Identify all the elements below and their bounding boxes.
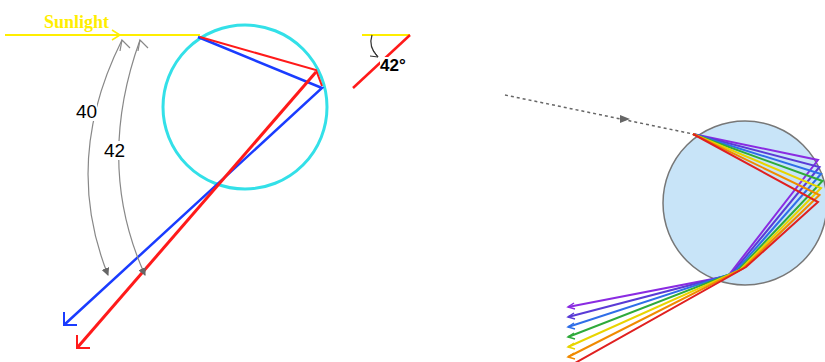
icon-red-line xyxy=(353,35,410,88)
spectrum-arrowhead xyxy=(568,353,575,359)
arc-arrow-top xyxy=(138,40,148,51)
red-ray xyxy=(200,37,322,86)
icon-angle-arrow xyxy=(370,50,378,57)
spectrum-arrowhead xyxy=(568,343,575,349)
blue-arrowhead xyxy=(64,312,77,325)
blue-ray xyxy=(64,37,322,325)
spectrum-ray xyxy=(568,134,820,357)
icon-sun-line xyxy=(362,34,410,36)
spectrum-ray xyxy=(568,134,823,337)
arc-arrow-top xyxy=(120,40,130,51)
angle-number: 40 xyxy=(76,102,97,121)
spectrum-rays xyxy=(568,134,823,362)
angle-number: 42 xyxy=(104,141,125,160)
sunlight-arrow xyxy=(112,30,120,40)
sunlight-ray xyxy=(5,34,200,36)
incoming-light xyxy=(505,95,693,134)
spectrum-arrowhead xyxy=(568,313,575,319)
spectrum-ray xyxy=(568,134,818,362)
sunlight-label: Sunlight xyxy=(44,13,109,31)
spectrum-arrowhead xyxy=(568,303,575,309)
spectrum-arrowhead xyxy=(568,333,575,339)
spectrum-arrowhead xyxy=(568,323,575,329)
incoming-arrow xyxy=(620,115,630,123)
spectrum-ray xyxy=(568,134,821,347)
icon-angle-arc xyxy=(371,35,378,57)
red-arrowhead xyxy=(77,335,90,348)
angle-label: 42° xyxy=(380,57,406,74)
red-ray xyxy=(77,72,316,348)
